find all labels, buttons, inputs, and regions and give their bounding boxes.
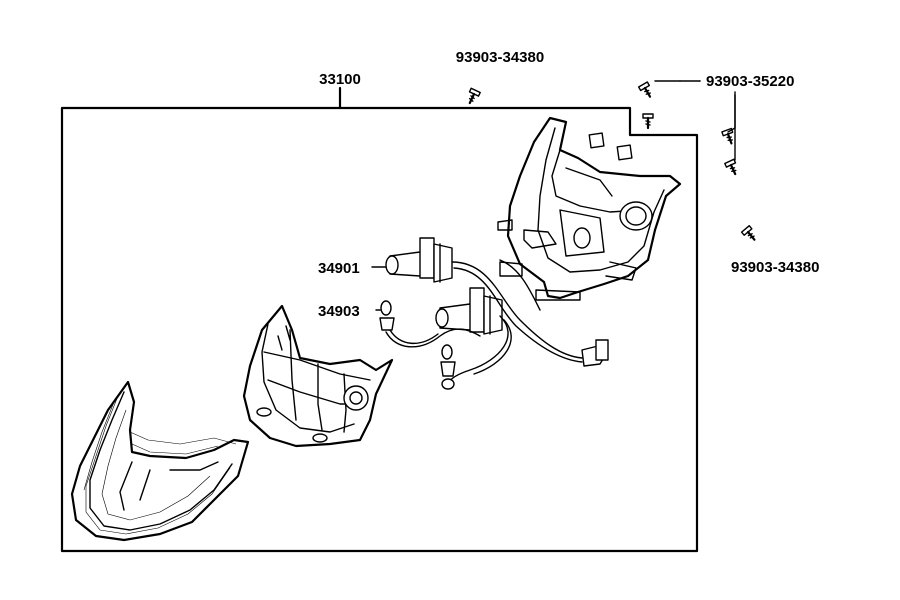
label-34903: 34903 — [318, 303, 360, 320]
screw-icon — [740, 225, 756, 241]
wedge-bulb-icon — [440, 344, 456, 390]
screw-icon — [468, 87, 481, 105]
screw-icon — [637, 81, 652, 98]
headlight-lens — [70, 380, 250, 542]
label-screw-right-pair: 93903-35220 — [706, 73, 794, 90]
label-34901: 34901 — [318, 260, 360, 277]
halogen-bulb-icon — [435, 287, 503, 335]
label-screw-top: 93903-34380 — [456, 49, 544, 66]
label-screw-right-single: 93903-34380 — [731, 259, 819, 276]
wiring-harness — [385, 259, 609, 389]
screw-icon — [724, 158, 737, 176]
assembly-frame — [60, 106, 699, 553]
wedge-bulb-icon — [375, 300, 395, 331]
screw-icon — [642, 113, 654, 130]
halogen-bulb-icon — [385, 237, 453, 283]
headlight-housing — [497, 116, 682, 301]
headlight-reflector — [242, 304, 394, 448]
label-33100: 33100 — [319, 71, 361, 88]
